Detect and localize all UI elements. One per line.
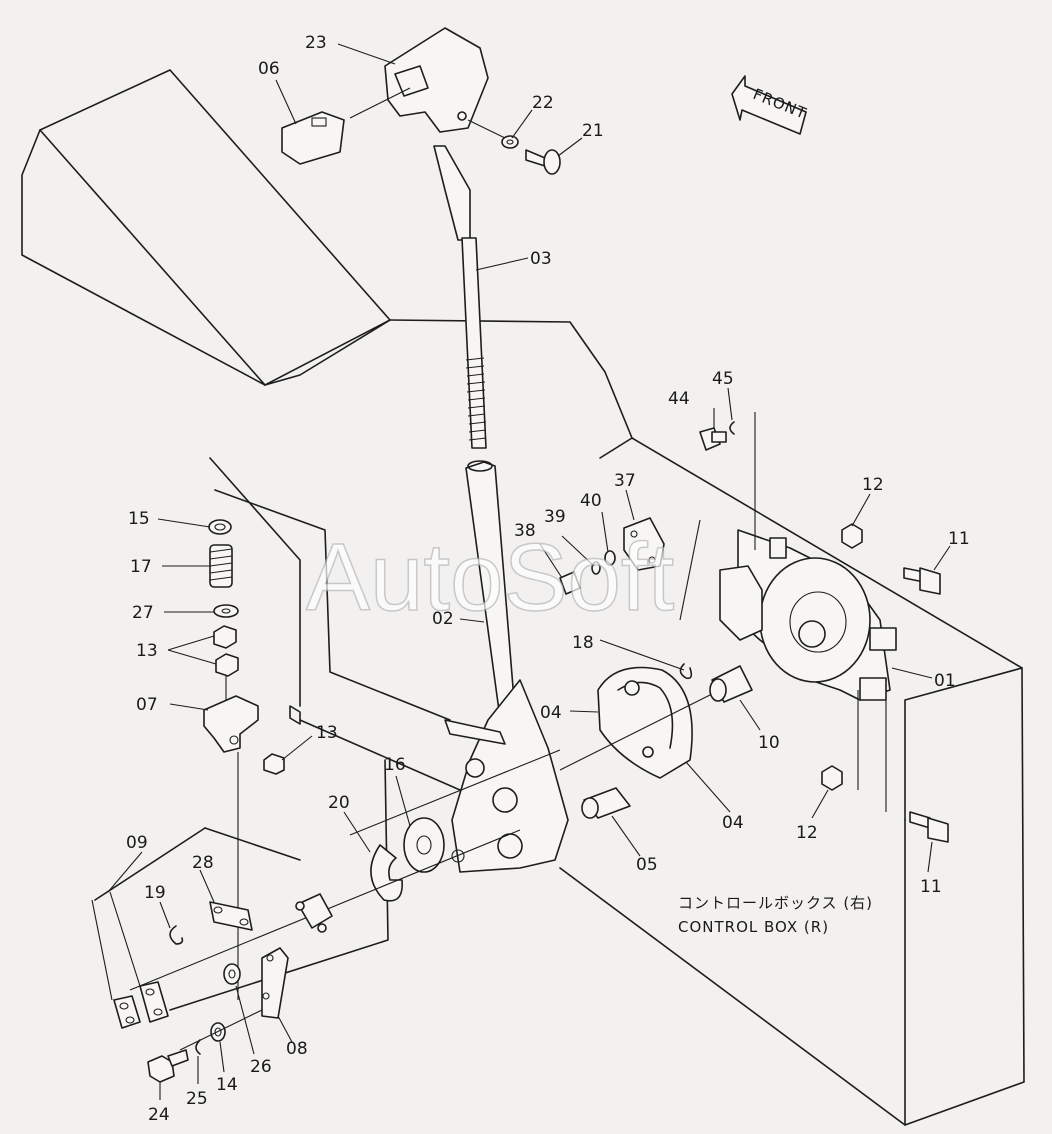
part-cap — [281, 111, 345, 165]
part-label: 04 — [540, 703, 562, 723]
part-label: 28 — [192, 853, 214, 873]
part-lever-rod — [433, 145, 487, 449]
part-label: 12 — [862, 475, 884, 495]
part-label: 15 — [128, 509, 150, 529]
part-label: 10 — [758, 733, 780, 753]
part-label: 26 — [250, 1057, 272, 1077]
part-bracket — [719, 529, 897, 701]
part-bolt-44 — [699, 427, 727, 451]
part-link-rod — [91, 891, 169, 1029]
part-arm-08 — [261, 947, 289, 1019]
part-label: 23 — [305, 33, 327, 53]
part-label: 37 — [614, 471, 636, 491]
part-label: 11 — [948, 529, 970, 549]
part-label: 40 — [580, 491, 602, 511]
part-label: 02 — [432, 609, 454, 629]
part-label: 07 — [136, 695, 158, 715]
part-label: 19 — [144, 883, 166, 903]
part-bolt-11b — [909, 811, 949, 843]
part-label: 21 — [582, 121, 604, 141]
part-label: 05 — [636, 855, 658, 875]
part-label: 38 — [514, 521, 536, 541]
part-collar — [581, 787, 631, 819]
part-label: 08 — [286, 1039, 308, 1059]
part-washer-large — [403, 817, 445, 873]
part-label: 44 — [668, 389, 690, 409]
part-screw-38 — [559, 571, 581, 595]
part-label: 11 — [920, 877, 942, 897]
part-washer-26 — [223, 963, 241, 985]
part-link-plate — [209, 901, 253, 931]
part-nut-12a — [841, 523, 863, 549]
part-label: 16 — [384, 755, 406, 775]
part-washer-small — [213, 604, 239, 618]
part-screw — [525, 149, 561, 175]
diagram-caption: コントロールボックス (右) CONTROL BOX (R) — [678, 894, 873, 936]
part-washer-39 — [591, 561, 601, 575]
part-label: 03 — [530, 249, 552, 269]
part-label: 13 — [316, 723, 338, 743]
part-knob — [384, 27, 489, 133]
caption-japanese: コントロールボックス (右) — [678, 894, 873, 912]
part-bushing — [709, 665, 753, 703]
part-label: 25 — [186, 1089, 208, 1109]
part-bolt-24 — [147, 1049, 189, 1083]
part-label: 09 — [126, 833, 148, 853]
part-washer — [501, 135, 519, 149]
caption-english: CONTROL BOX (R) — [678, 918, 829, 936]
part-label: 39 — [544, 507, 566, 527]
part-nut-12b — [821, 765, 843, 791]
part-spring — [209, 544, 233, 588]
part-nut-2 — [263, 753, 285, 775]
part-label: 01 — [934, 671, 956, 691]
part-snap-ring-2 — [679, 663, 693, 680]
part-e-clip — [370, 844, 403, 902]
part-washer-40 — [604, 550, 616, 566]
part-label: 22 — [532, 93, 554, 113]
part-label: 04 — [722, 813, 744, 833]
part-cam — [597, 666, 693, 779]
part-label: 20 — [328, 793, 350, 813]
part-plate-37 — [623, 517, 665, 571]
part-label: 45 — [712, 369, 734, 389]
part-snap-45 — [729, 421, 735, 435]
part-snap-ring — [208, 519, 232, 535]
part-link-pin — [295, 893, 333, 933]
part-label: 17 — [130, 557, 152, 577]
watermark: AutoSoft — [306, 524, 674, 631]
leader-lines — [107, 43, 951, 1100]
part-clip-19 — [169, 925, 184, 945]
part-nut — [213, 625, 239, 677]
part-label: 06 — [258, 59, 280, 79]
part-label: 13 — [136, 641, 158, 661]
part-clevis — [203, 676, 259, 753]
part-label: 14 — [216, 1075, 238, 1095]
part-bolt-11a — [903, 567, 941, 595]
part-lever-arm — [444, 460, 569, 873]
part-labels: 23 06 22 21 03 44 45 37 12 11 15 39 40 3… — [126, 33, 970, 1125]
front-direction-arrow: FRONT — [731, 75, 809, 135]
part-label: 18 — [572, 633, 594, 653]
part-label: 24 — [148, 1105, 170, 1125]
part-label: 27 — [132, 603, 154, 623]
part-label: 12 — [796, 823, 818, 843]
